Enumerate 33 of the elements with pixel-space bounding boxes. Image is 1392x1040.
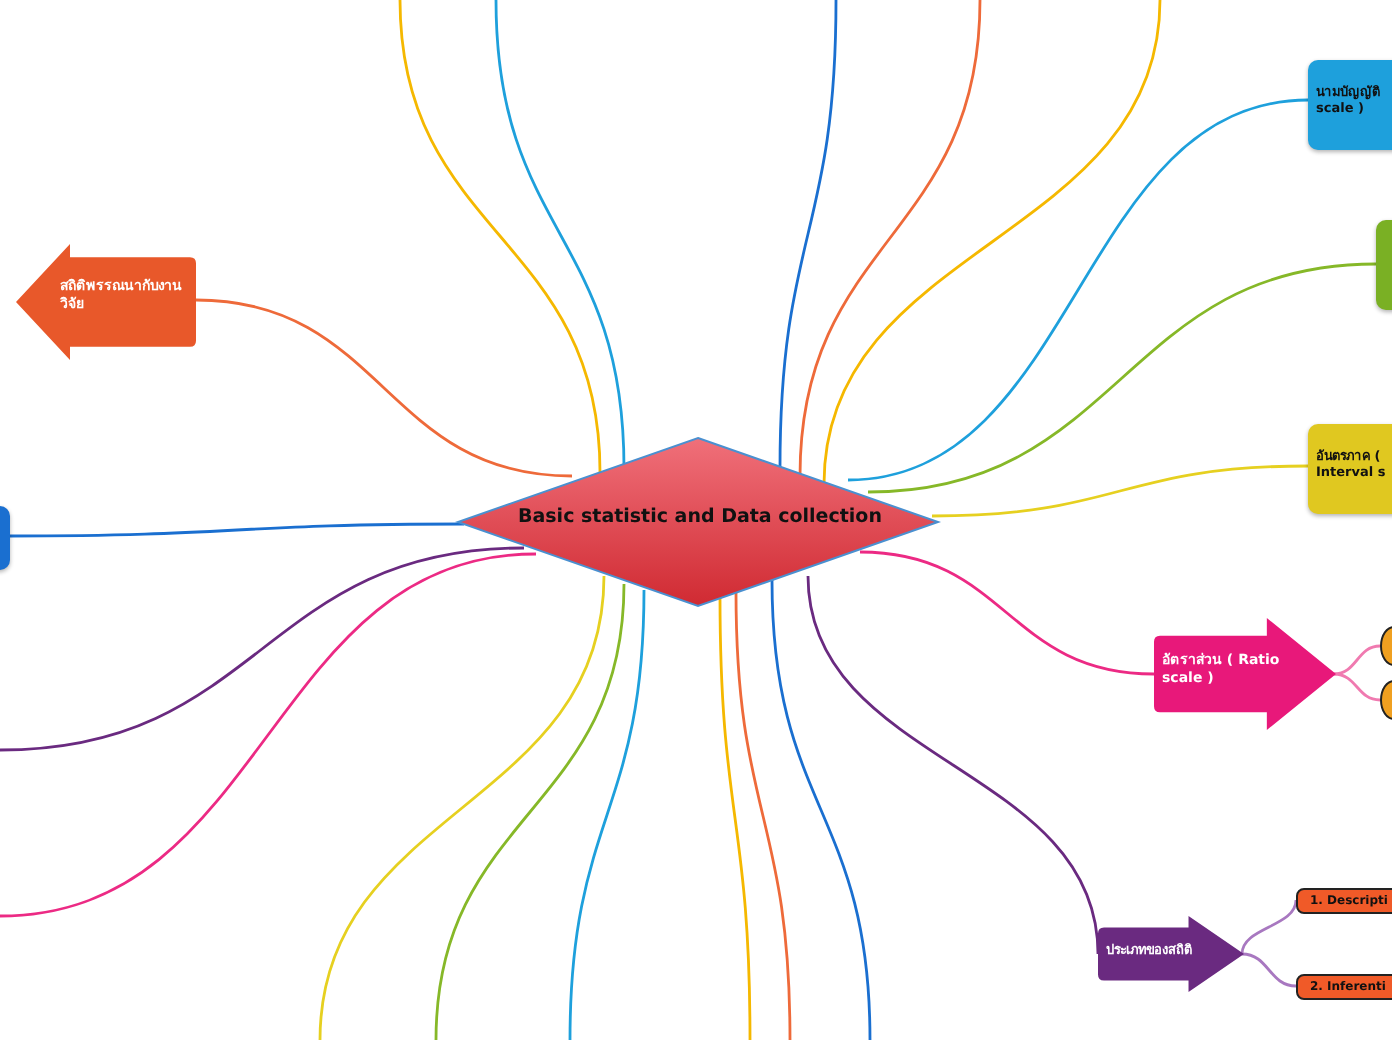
connector-line: [1333, 644, 1381, 676]
connector-line: [1240, 899, 1298, 955]
connector-line: [778, 0, 838, 469]
arrow-shaped-box: [16, 240, 196, 364]
connector-line: [195, 298, 573, 478]
connector-line: [10, 522, 464, 538]
connector-line: [718, 596, 752, 1040]
connector-line: [0, 552, 537, 918]
node-label: Basic statistic and Data collection: [518, 506, 878, 531]
connector-line: [318, 575, 606, 1040]
arrow-shaped-box: [1154, 616, 1336, 732]
central-diamond: [458, 438, 938, 606]
connector-line: [822, 0, 1162, 485]
connector-line: [806, 575, 1100, 955]
topic-bar: [1296, 888, 1392, 914]
topic-bar: [1296, 974, 1392, 1000]
connector-line: [859, 550, 1155, 676]
connector-line: [867, 262, 1377, 494]
topic-box: [1308, 424, 1392, 514]
connector-line: [1333, 672, 1381, 702]
connector-line: [434, 583, 626, 1040]
connector-line: [398, 0, 602, 473]
connector-line: [931, 464, 1309, 518]
connector-line: [847, 98, 1309, 482]
connector-line: [1241, 952, 1297, 988]
arrow-shaped-box: [1098, 914, 1244, 994]
connector-line: [734, 591, 792, 1040]
connector-line: [770, 579, 872, 1040]
connector-line: [0, 546, 525, 752]
connector-line: [798, 0, 982, 477]
connector-line: [494, 0, 626, 469]
topic-box: [1308, 60, 1392, 150]
connector-line: [568, 589, 646, 1040]
